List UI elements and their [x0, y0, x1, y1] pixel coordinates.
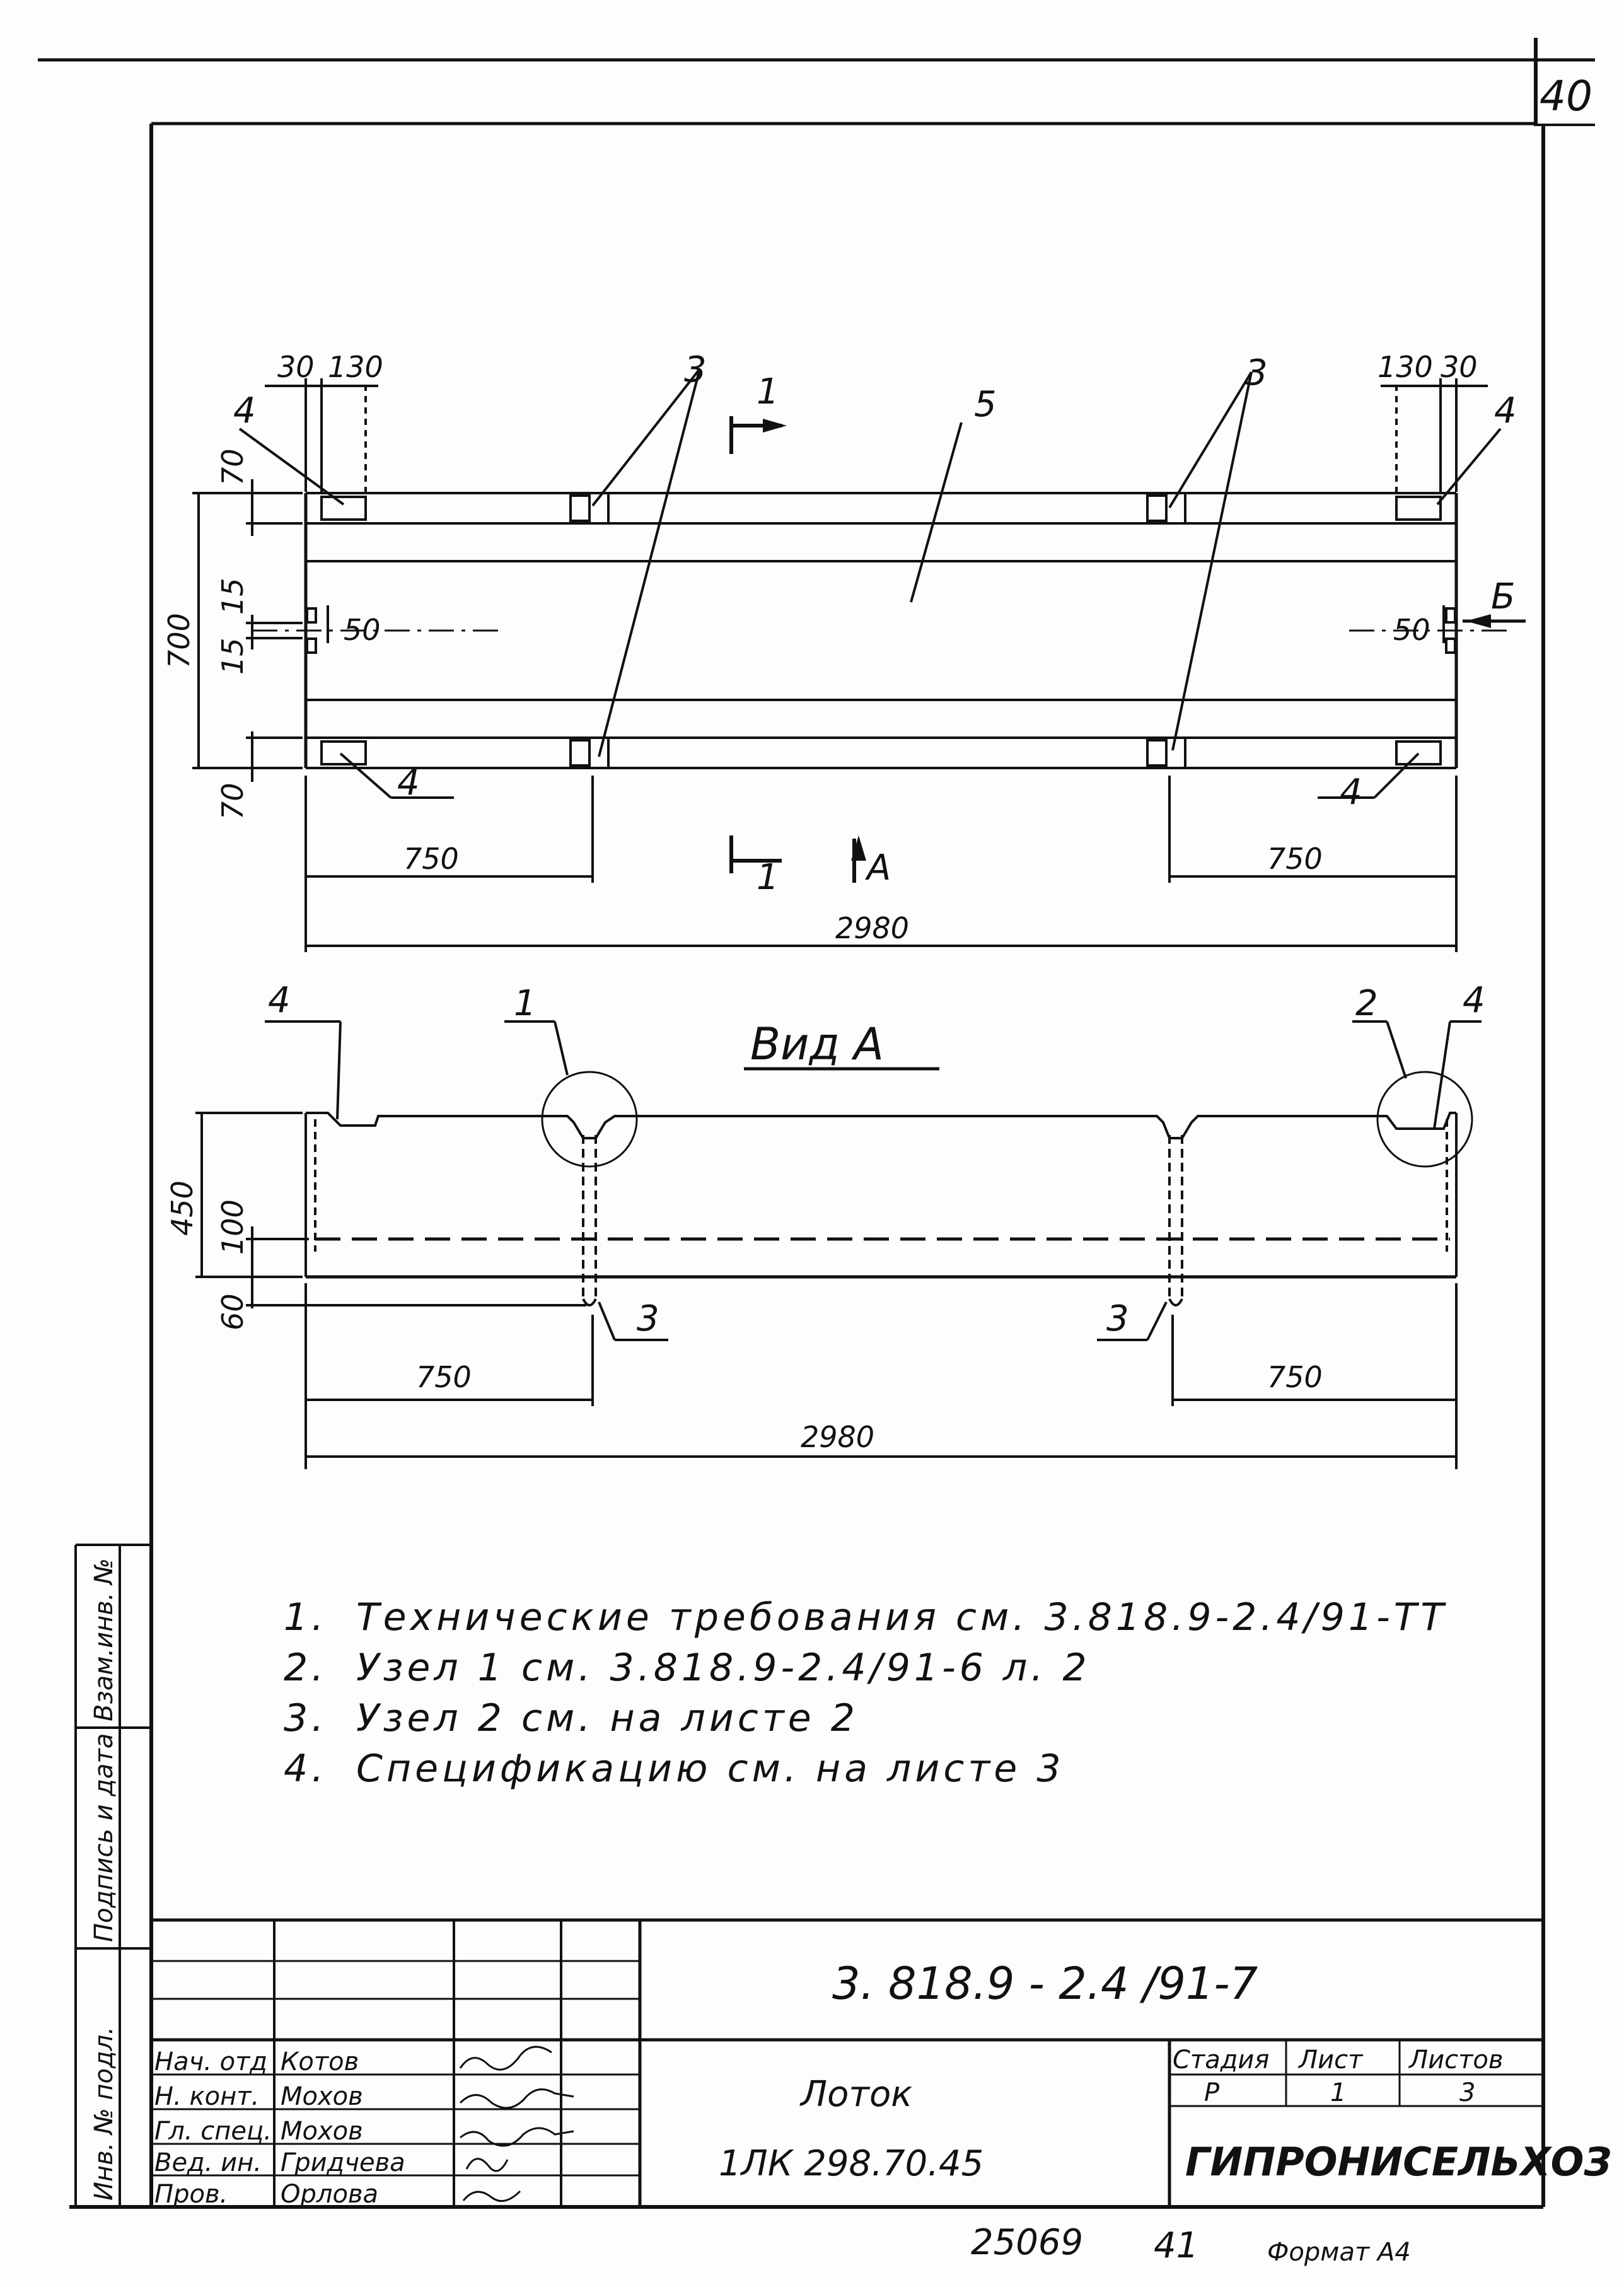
plan-callout-3-left: 3	[684, 349, 707, 390]
plan-dim-130-right: 130	[1378, 350, 1433, 384]
plan-view-arrowheads	[763, 419, 1491, 861]
plan-dim-30-left: 30	[277, 350, 315, 384]
plan-section-marker-bottom: 1	[757, 857, 779, 898]
sheet-header: Лист	[1297, 2045, 1364, 2075]
plan-section-marker-top: 1	[757, 371, 779, 412]
side-stamp-vzam-inv: Взам.инв. №	[90, 1558, 119, 1721]
plan-dim-750-right: 750	[1267, 842, 1323, 876]
note-1-num: 1.	[284, 1595, 327, 1639]
plan-view	[192, 368, 1526, 952]
title-block-name-5: Орлова	[281, 2180, 378, 2209]
side-stamp	[74, 1544, 151, 2207]
plan-dim-30-right: 30	[1441, 350, 1478, 384]
title-block-name-2: Мохов	[281, 2082, 363, 2111]
plan-callout-5: 5	[974, 384, 997, 425]
product-name: Лоток	[799, 2074, 912, 2115]
view-a-dim-100: 100	[216, 1199, 250, 1255]
sheet-frame	[38, 38, 1595, 2209]
side-stamp-inv-podl: Инв. № подл.	[90, 2027, 119, 2201]
notes: 1. Технические требования см. 3.818.9-2.…	[284, 1595, 1447, 1791]
view-a-dim-750-left: 750	[416, 1360, 472, 1394]
note-2-num: 2.	[284, 1646, 327, 1690]
plan-callout-4-bottom-right: 4	[1340, 772, 1362, 813]
note-4-text: Спецификацию см. на листе 3	[356, 1747, 1065, 1791]
note-1-text: Технические требования см. 3.818.9-2.4/9…	[356, 1595, 1447, 1639]
plan-dim-15-b: 15	[216, 637, 250, 675]
sheets-value: 3	[1459, 2078, 1475, 2107]
note-3-text: Узел 2 см. на листе 2	[356, 1696, 859, 1740]
plan-callout-3-right: 3	[1245, 352, 1268, 393]
document-code: 3. 818.9 - 2.4 /91-7	[832, 1958, 1258, 2010]
stage-header: Стадия	[1173, 2045, 1269, 2075]
title-block-role-5: Пров.	[154, 2180, 228, 2209]
plan-callout-4-top-right: 4	[1494, 390, 1517, 431]
view-a-callout-2: 2	[1355, 983, 1378, 1024]
title-block-role-1: Нач. отд	[154, 2047, 267, 2076]
page-number: 40	[1540, 72, 1592, 120]
plan-dim-50-right: 50	[1393, 613, 1430, 647]
view-a-callout-4-left: 4	[268, 980, 291, 1021]
product-mark: 1ЛК 298.70.45	[719, 2143, 983, 2184]
plan-dim-750-left: 750	[403, 842, 459, 876]
plan-callout-4-bottom-left: 4	[397, 762, 420, 803]
organization-name: ГИПРОНИСЕЛЬХОЗ	[1185, 2139, 1611, 2185]
view-a-title: Вид А	[750, 1018, 884, 1070]
title-block-name-3: Мохов	[281, 2117, 363, 2146]
title-block-role-2: Н. конт.	[154, 2082, 259, 2111]
side-stamp-podpis-data: Подпись и дата	[90, 1733, 119, 1942]
view-a-callout-3-left: 3	[637, 1298, 659, 1339]
footer-number: 41	[1154, 2225, 1198, 2266]
plan-side-marker-b: Б	[1491, 576, 1515, 617]
sheets-header: Листов	[1408, 2045, 1503, 2075]
note-4-num: 4.	[284, 1747, 327, 1791]
plan-dim-70-top: 70	[216, 448, 250, 486]
note-2-text: Узел 1 см. 3.818.9-2.4/91-6 л. 2	[356, 1646, 1091, 1690]
title-block-role-4: Вед. ин.	[154, 2148, 262, 2177]
plan-view-marker-a: А	[865, 847, 891, 888]
title-block-role-3: Гл. спец.	[154, 2117, 272, 2146]
plan-callout-4-top-left: 4	[233, 390, 256, 431]
plan-dim-2980: 2980	[835, 911, 909, 945]
plan-dim-130-left: 130	[328, 350, 383, 384]
title-block	[151, 1918, 1543, 2207]
plan-dim-15-a: 15	[216, 578, 250, 615]
view-a	[195, 1020, 1482, 1469]
plan-dim-700: 700	[162, 613, 196, 668]
stage-value: Р	[1204, 2078, 1220, 2107]
title-block-name-4: Гридчева	[281, 2148, 405, 2177]
view-a-dim-750-right: 750	[1267, 1360, 1323, 1394]
view-a-dim-60: 60	[216, 1293, 250, 1330]
footer-format: Формат А4	[1267, 2238, 1411, 2267]
title-block-name-1: Котов	[281, 2047, 359, 2076]
note-3-num: 3.	[284, 1696, 327, 1740]
plan-dim-50-left: 50	[344, 613, 381, 647]
footer-code: 25069	[971, 2222, 1083, 2263]
sheet-value: 1	[1330, 2078, 1346, 2107]
view-a-dim-450: 450	[165, 1180, 199, 1236]
view-a-callout-4-right: 4	[1463, 980, 1485, 1021]
view-a-callout-1: 1	[514, 983, 536, 1024]
plan-dim-70-bottom: 70	[216, 783, 250, 820]
view-a-dim-2980: 2980	[801, 1420, 874, 1454]
view-a-callout-3-right: 3	[1106, 1298, 1129, 1339]
